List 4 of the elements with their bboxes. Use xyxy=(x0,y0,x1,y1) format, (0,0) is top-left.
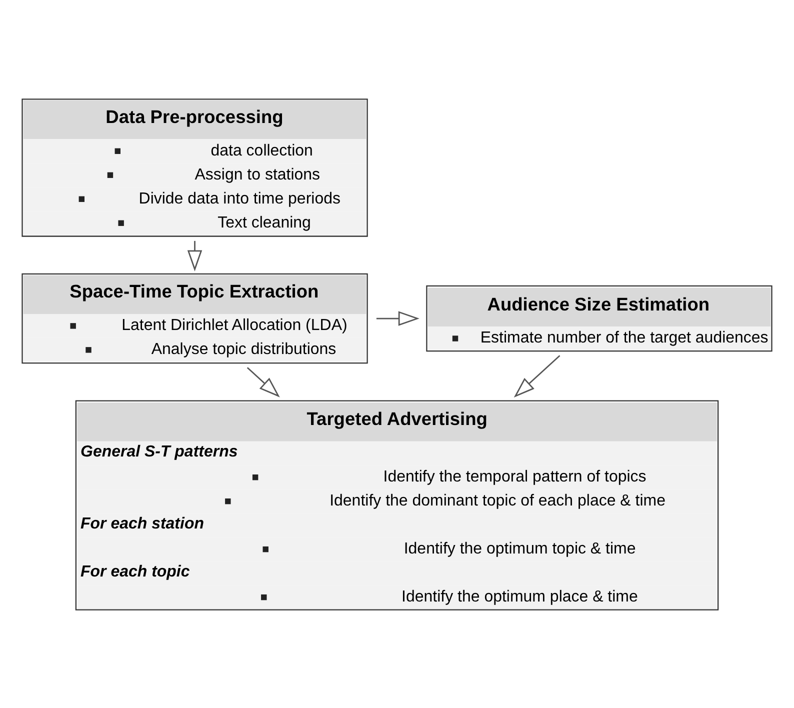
arrow xyxy=(514,354,560,398)
arrow xyxy=(376,310,420,326)
arrow xyxy=(187,240,202,271)
arrow xyxy=(246,366,280,397)
